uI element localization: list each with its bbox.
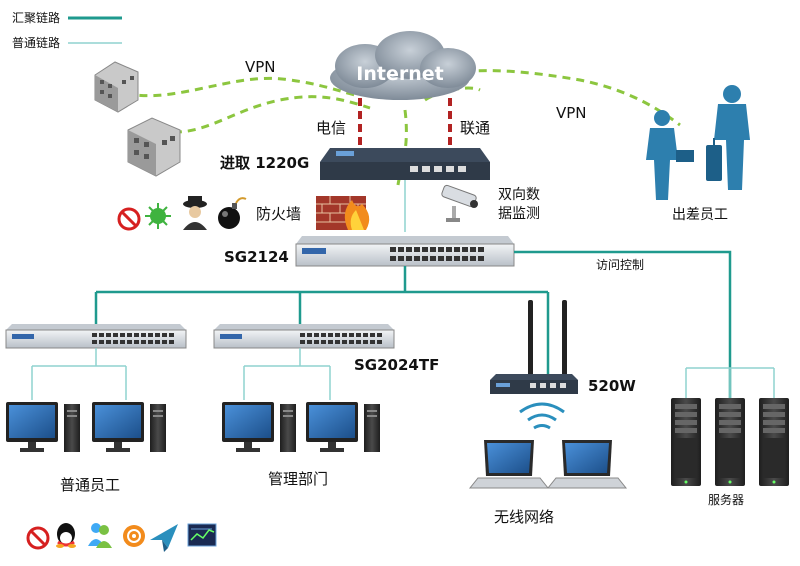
aggregate-links (94, 250, 732, 398)
monitor-label-2: 据监测 (498, 206, 540, 222)
management-label: 管理部门 (268, 470, 328, 488)
normal-links (31, 348, 775, 400)
branch-building-icon (127, 117, 181, 177)
normal-staff-label: 普通员工 (60, 476, 120, 494)
stock-icon (187, 523, 217, 547)
virus-icon (145, 203, 171, 229)
travel-staff-icon (646, 85, 750, 200)
pc-icon (222, 402, 296, 452)
access-switch-device (213, 324, 395, 349)
wifi-icon (519, 402, 565, 430)
access-control-label: 访问控制 (596, 258, 644, 272)
branch-building-icon (94, 61, 139, 113)
pc-icon (306, 402, 380, 452)
legend-normal-label: 普通链路 (12, 35, 60, 50)
camera-icon (441, 184, 478, 222)
pc-icon (92, 402, 166, 452)
internet-cloud: Internet (330, 31, 476, 100)
cloud-label: Internet (356, 63, 443, 85)
travel-staff-label: 出差员工 (672, 207, 728, 223)
vpn-left-label: VPN (245, 58, 276, 76)
wireless-net-label: 无线网络 (494, 508, 554, 526)
core-switch-label: SG2124 (224, 248, 289, 266)
firewall-icon (316, 196, 370, 230)
server-icon (759, 398, 789, 486)
laptop-icon (547, 439, 627, 489)
unicom-label: 联通 (460, 119, 490, 137)
p2p-icon (123, 525, 145, 547)
legend: 汇聚链路 普通链路 (12, 10, 122, 50)
telecom-label: 电信 (316, 119, 346, 137)
servers-label: 服务器 (708, 492, 744, 507)
pc-icon (6, 402, 80, 452)
server-icon (715, 398, 745, 486)
msn-icon (88, 523, 112, 548)
laptop-icon (469, 439, 549, 489)
forbidden-icon (26, 526, 50, 550)
wireless-ap-label: 520W (588, 377, 636, 395)
forbidden-icon (117, 207, 141, 231)
firewall-label: 防火墙 (256, 205, 301, 223)
wireless-ap-device (490, 300, 578, 394)
access-switch-device (5, 324, 187, 349)
server-icon (671, 398, 701, 486)
vpn-right-label: VPN (556, 104, 587, 122)
monitor-label-1: 双向数 (498, 187, 540, 203)
qq-icon (56, 523, 76, 548)
access-switch-label: SG2024TF (354, 356, 439, 374)
hacker-icon (183, 196, 207, 230)
core-switch-device (295, 236, 515, 267)
legend-aggregate-label: 汇聚链路 (12, 10, 60, 25)
bomb-icon (218, 197, 247, 229)
feiq-icon (150, 524, 178, 552)
router-device (320, 148, 490, 180)
router-label: 进取 1220G (220, 154, 309, 172)
